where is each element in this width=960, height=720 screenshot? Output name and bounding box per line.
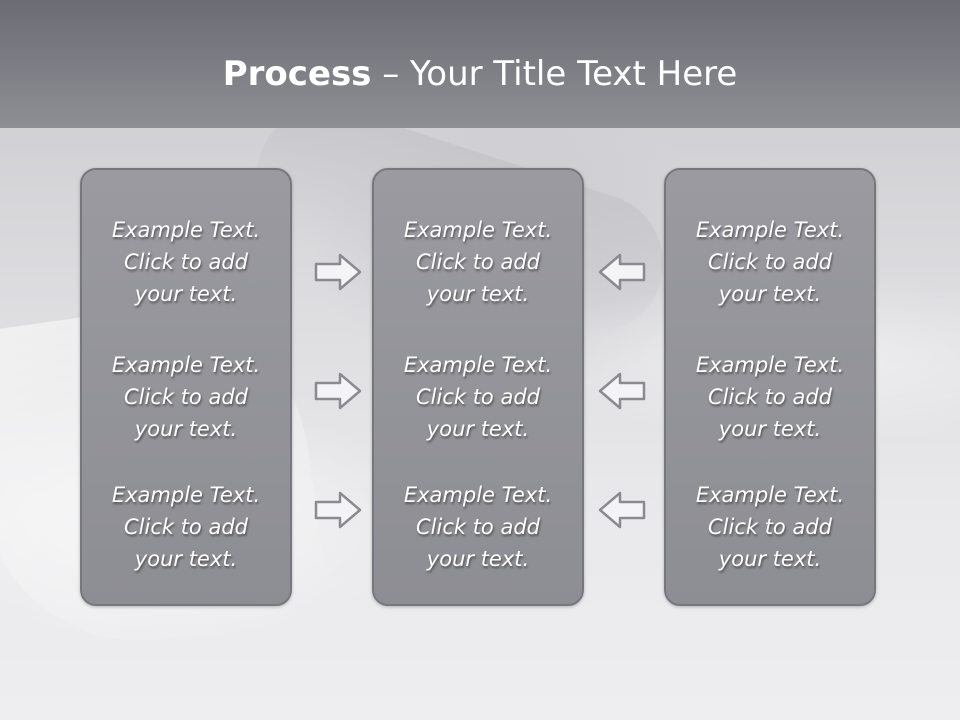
text-block[interactable]: Example Text. Click to add your text. [666, 479, 874, 575]
text-line: your text. [718, 547, 822, 571]
panel-center[interactable]: Example Text. Click to add your text. Ex… [372, 168, 584, 606]
text-line: your text. [134, 282, 238, 306]
text-line: your text. [134, 417, 238, 441]
text-line: your text. [426, 282, 530, 306]
text-block[interactable]: Example Text. Click to add your text. [374, 479, 582, 575]
text-line: Click to add [707, 385, 832, 409]
text-block[interactable]: Example Text. Click to add your text. [666, 349, 874, 445]
text-line: Example Text. [111, 218, 261, 242]
arrow-right-icon [314, 372, 362, 410]
text-line: Example Text. [695, 218, 845, 242]
text-block[interactable]: Example Text. Click to add your text. [374, 214, 582, 310]
text-block[interactable]: Example Text. Click to add your text. [374, 349, 582, 445]
text-line: Example Text. [403, 483, 553, 507]
panel-right[interactable]: Example Text. Click to add your text. Ex… [664, 168, 876, 606]
arrow-left-icon [598, 372, 646, 410]
text-block[interactable]: Example Text. Click to add your text. [82, 214, 290, 310]
title-bold: Process [222, 54, 372, 94]
text-line: Example Text. [403, 218, 553, 242]
text-block[interactable]: Example Text. Click to add your text. [82, 479, 290, 575]
text-line: your text. [426, 417, 530, 441]
text-block[interactable]: Example Text. Click to add your text. [82, 349, 290, 445]
text-line: Click to add [415, 250, 540, 274]
text-line: Click to add [707, 515, 832, 539]
text-line: your text. [426, 547, 530, 571]
arrow-right-icon [314, 253, 362, 291]
text-line: Example Text. [695, 353, 845, 377]
arrow-left-icon [598, 491, 646, 529]
text-line: Click to add [415, 385, 540, 409]
text-line: Example Text. [111, 353, 261, 377]
text-line: Click to add [707, 250, 832, 274]
text-line: your text. [718, 282, 822, 306]
text-line: Click to add [123, 515, 248, 539]
text-block[interactable]: Example Text. Click to add your text. [666, 214, 874, 310]
text-line: Example Text. [695, 483, 845, 507]
text-line: Example Text. [111, 483, 261, 507]
arrow-right-icon [314, 491, 362, 529]
text-line: Click to add [415, 515, 540, 539]
title-bar [0, 0, 960, 128]
text-line: your text. [718, 417, 822, 441]
panel-left[interactable]: Example Text. Click to add your text. Ex… [80, 168, 292, 606]
text-line: Click to add [123, 250, 248, 274]
title-text: – Your Title Text Here [371, 54, 738, 94]
text-line: Example Text. [403, 353, 553, 377]
text-line: Click to add [123, 385, 248, 409]
text-line: your text. [134, 547, 238, 571]
arrow-left-icon [598, 253, 646, 291]
slide-title[interactable]: Process – Your Title Text Here [0, 52, 960, 96]
